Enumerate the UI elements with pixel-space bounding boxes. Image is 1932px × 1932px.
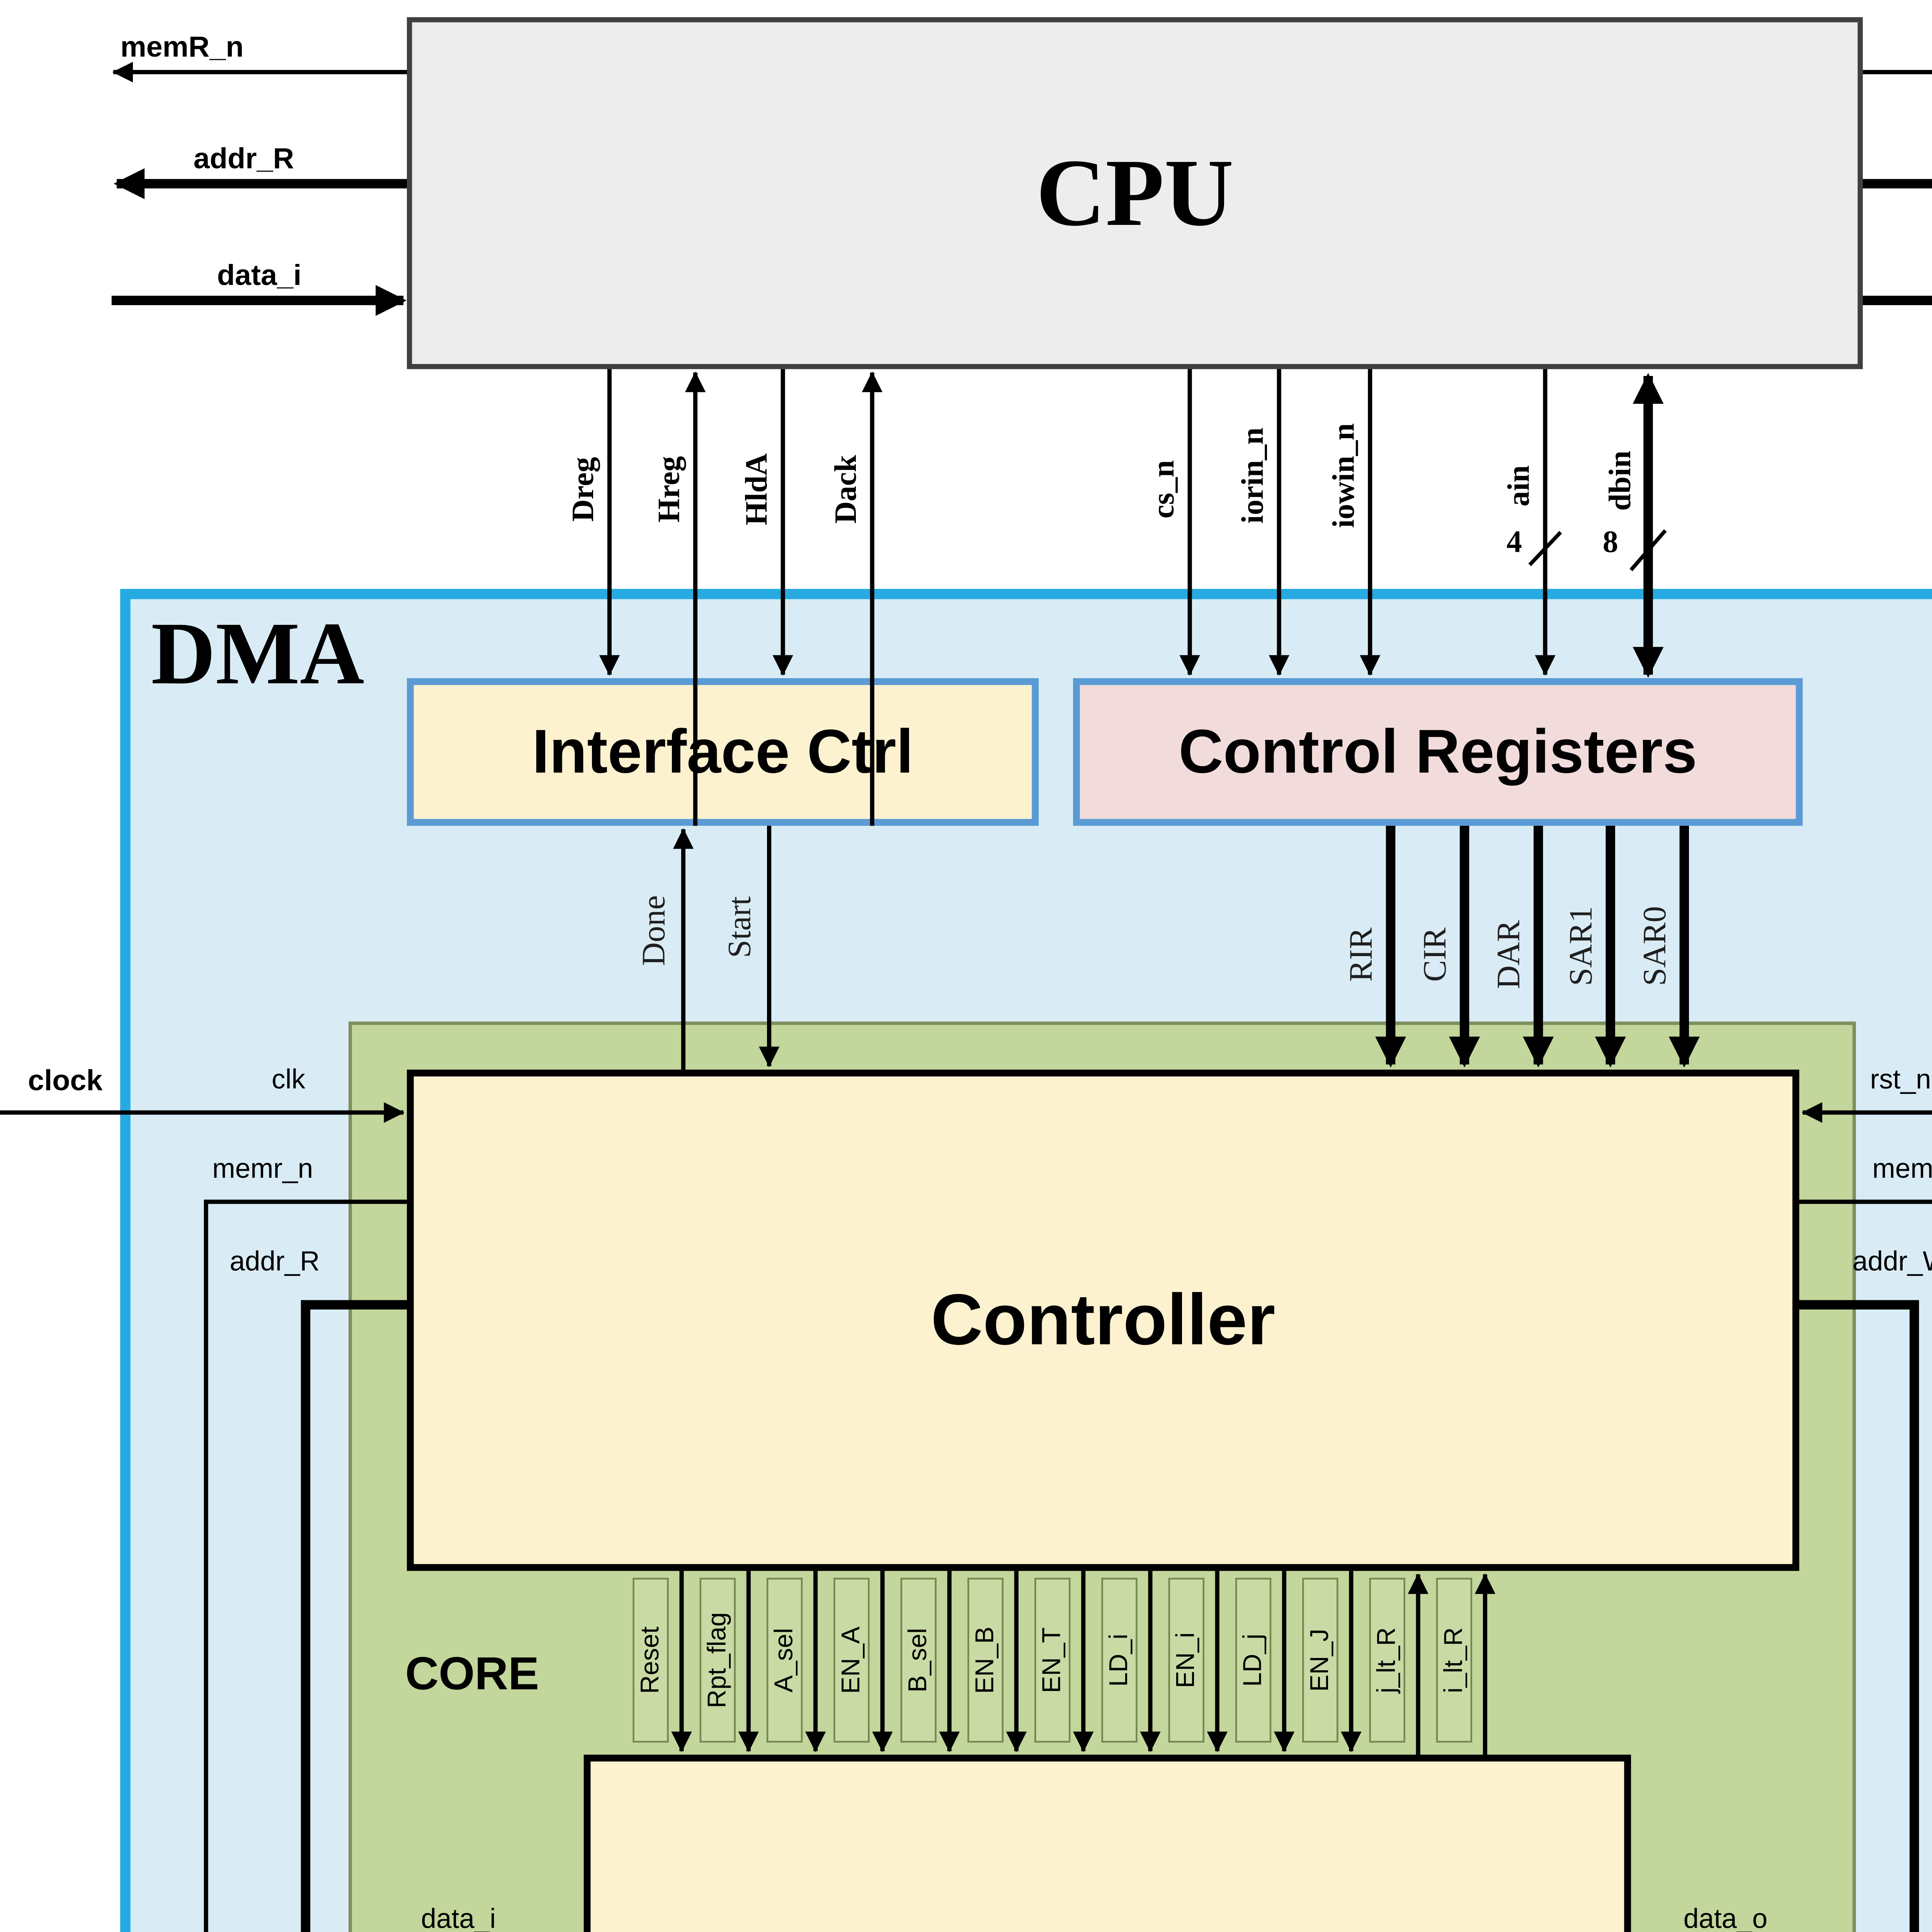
data-o-dp-label: data_o (1683, 1905, 1768, 1932)
addr-W-mem-wire (1796, 1300, 1919, 1932)
cpu-port-dack: Dack (828, 455, 863, 524)
cpu-block: CPU (407, 17, 1863, 369)
memr-n-label: memr_n (212, 1155, 313, 1185)
controller-memory-wires (204, 1199, 1932, 1932)
addr-R-label: addr_R (230, 1248, 320, 1277)
ain-bus-tick (1528, 531, 1562, 566)
rpt-flag-signal-label: Rpt_flag (699, 1578, 736, 1743)
datapath-block: Datapath (583, 1754, 1631, 1932)
control-registers-title: Control Registers (1179, 716, 1697, 786)
cpu-port-ain: ain (1501, 465, 1536, 507)
dbin-bus-tick (1629, 529, 1667, 571)
data-i-dp-label: data_i (421, 1905, 496, 1932)
ain-bus-width: 4 (1506, 524, 1522, 559)
cpu-title: CPU (1036, 140, 1234, 247)
cpu-port-hlda: HldA (739, 453, 774, 526)
sar1-label: SAR1 (1564, 906, 1600, 986)
cpu-port-data-i: data_i (217, 259, 302, 292)
addr-R-mem-wire (301, 1300, 410, 1932)
sar0-label: SAR0 (1638, 906, 1674, 986)
en-a-signal-label: EN_A (833, 1578, 870, 1743)
en-j-signal-label: EN_J (1302, 1578, 1338, 1743)
dma-title: DMA (151, 606, 364, 704)
ld-j-signal-label: LD_j (1235, 1578, 1272, 1743)
en-b-signal-label: EN_B (967, 1578, 1004, 1743)
cir-label: CIR (1418, 927, 1454, 982)
memw-n-label: memw_n (1872, 1155, 1932, 1185)
en-t-signal-label: EN_T (1034, 1578, 1071, 1743)
datapath-title: Datapath (953, 1922, 1262, 1932)
cpu-dma-wires (599, 369, 1667, 826)
rir-label: RIR (1344, 927, 1381, 982)
reset-signal-label: Reset (633, 1578, 669, 1743)
dbin-bus-width: 8 (1602, 524, 1618, 559)
en-i-signal-label: EN_i (1168, 1578, 1204, 1743)
memw-n-wire (1799, 1199, 1932, 1204)
memr-n-wire (204, 1199, 407, 1932)
ifc-controller-wires (673, 826, 780, 1070)
cpu-port-dbin: dbin (1602, 451, 1637, 511)
cpu-port-cs-n: cs_n (1146, 460, 1180, 519)
done-label: Done (637, 895, 673, 966)
cpu-port-dreg: Dreg (566, 457, 600, 522)
interface-ctrl-title: Interface Ctrl (532, 716, 913, 786)
b-sel-signal-label: B_sel (900, 1578, 937, 1743)
clk-label: clk (271, 1066, 305, 1095)
cpu-port-memR-n: memR_n (120, 31, 244, 64)
creg-controller-wires (1375, 826, 1700, 1068)
controller-title: Controller (930, 1279, 1276, 1360)
rst-n-label: rst_n (1870, 1066, 1931, 1095)
ld-i-signal-label: LD_i (1101, 1578, 1138, 1743)
controller-datapath-wires (671, 1571, 1496, 1755)
cpu-side-wires (111, 61, 1932, 316)
controller-block: Controller (407, 1070, 1799, 1571)
cpu-port-addr-R: addr_R (193, 142, 294, 175)
start-label: Start (723, 896, 759, 958)
dar-label: DAR (1492, 920, 1528, 989)
control-registers-block: Control Registers (1073, 678, 1803, 826)
core-title: CORE (405, 1648, 539, 1700)
cpu-port-hreg: Hreg (651, 456, 686, 523)
j-lt-r-signal-label: j_lt_R (1369, 1578, 1405, 1743)
i-lt-r-signal-label: i_lt_R (1436, 1578, 1473, 1743)
clock-label: clock (28, 1064, 103, 1097)
addr-W-label: addr_W (1852, 1248, 1932, 1277)
interface-ctrl-block: Interface Ctrl (407, 678, 1039, 826)
cpu-port-iorin-n: iorin_n (1235, 427, 1270, 524)
cpu-port-iowin-n: iowin_n (1326, 423, 1361, 528)
a-sel-signal-label: A_sel (766, 1578, 803, 1743)
